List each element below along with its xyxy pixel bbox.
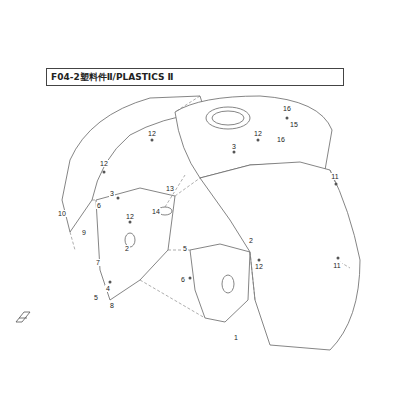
- callout-number: 2: [124, 245, 130, 252]
- callout-number: 3: [109, 190, 115, 197]
- callout-number: 12: [147, 130, 157, 137]
- callout-number: 12: [125, 213, 135, 220]
- callout-number: 12: [254, 263, 264, 270]
- callout-number: 10: [57, 210, 67, 217]
- callout-number: 14: [151, 208, 161, 215]
- callout-number: 8: [109, 302, 115, 309]
- callout-number: 3: [231, 143, 237, 150]
- callout-number: 16: [276, 136, 286, 143]
- callout-number: 11: [330, 173, 339, 180]
- callout-number: 12: [99, 160, 109, 167]
- callout-number: 7: [95, 259, 101, 266]
- callout-number: 5: [93, 294, 99, 301]
- callout-number: 1: [233, 334, 239, 341]
- title-box: F04-2塑料件Ⅱ/PLASTICS Ⅱ: [46, 68, 344, 86]
- callout-number: 16: [282, 105, 292, 112]
- callout-number: 6: [180, 276, 186, 283]
- callout-number: 2: [248, 237, 254, 244]
- callout-number: 6: [96, 202, 102, 209]
- callout-number: 15: [289, 121, 299, 128]
- callout-number: 4: [105, 285, 111, 292]
- callout-number: 5: [182, 245, 188, 252]
- callout-number: 12: [253, 130, 263, 137]
- callout-number: 13: [165, 185, 175, 192]
- callout-number: 11: [332, 262, 341, 269]
- callout-number: 9: [81, 229, 87, 236]
